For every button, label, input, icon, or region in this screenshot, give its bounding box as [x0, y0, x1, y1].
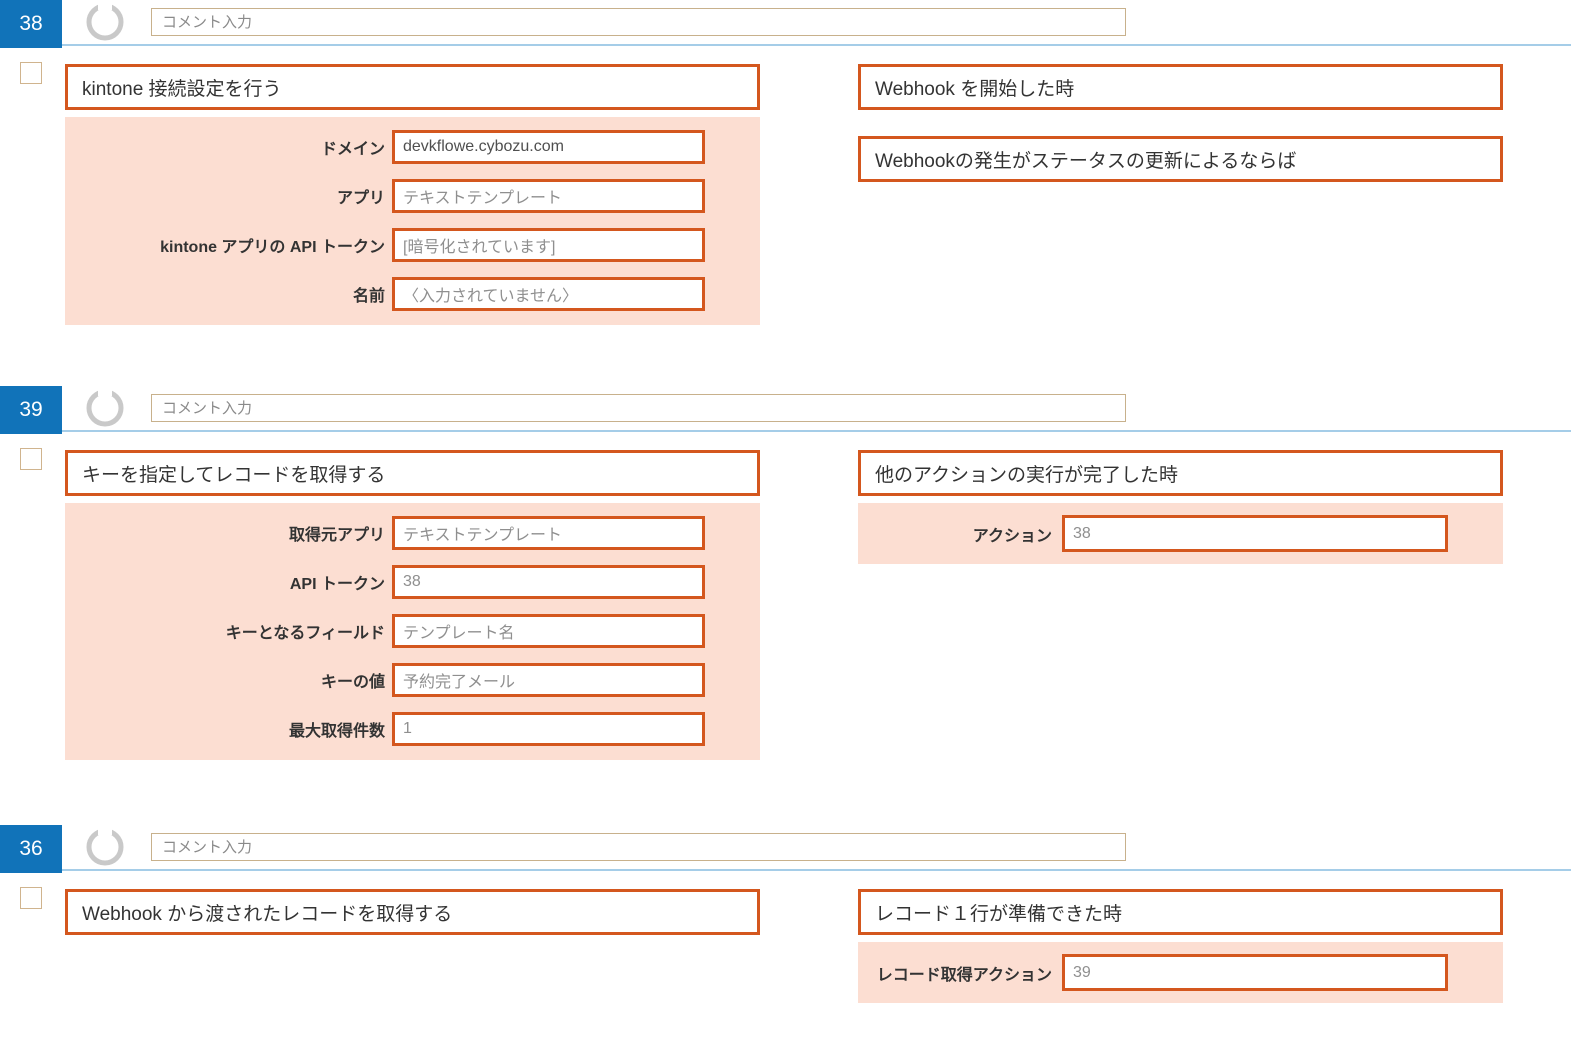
field-label: アプリ [336, 190, 385, 207]
field-label: ドメイン [320, 141, 385, 158]
trigger-title-box[interactable]: レコード１行が準備できた時 [858, 889, 1503, 935]
status-ring-icon [86, 825, 124, 866]
field-row: 最大取得件数 [65, 712, 760, 746]
action-title-box[interactable]: kintone 接続設定を行う [65, 64, 760, 110]
block-39-header: 39 [0, 386, 1571, 434]
trigger-parameters-panel: レコード取得アクション [858, 942, 1503, 1003]
field-row: キーとなるフィールド [65, 614, 760, 648]
action-title-box[interactable]: キーを指定してレコードを取得する [65, 450, 760, 496]
action-title-box[interactable]: Webhook から渡されたレコードを取得する [65, 889, 760, 935]
api-token-field[interactable] [392, 565, 705, 599]
action-block-39: 39 キーを指定してレコードを取得する 取得元アプリ [0, 386, 1571, 760]
comment-input[interactable] [151, 833, 1126, 861]
field-label: API トークン [289, 576, 385, 593]
field-row: API トークン [65, 565, 760, 599]
block-38-body: kintone 接続設定を行う ドメイン アプリ kintone アプリの AP… [0, 62, 1571, 325]
block-36-body: Webhook から渡されたレコードを取得する レコード１行が準備できた時 レコ… [0, 887, 1571, 1003]
field-label: キーとなるフィールド [225, 625, 385, 642]
field-label: アクション [972, 527, 1052, 545]
status-ring-icon [86, 0, 124, 41]
field-label: 名前 [352, 288, 385, 305]
flow-editor-page: 38 kintone 接続設定を行う ドメイン ア [0, 0, 1571, 1003]
max-records-field[interactable] [392, 712, 705, 746]
field-row: アクション [858, 515, 1503, 552]
field-row: アプリ [65, 179, 760, 213]
name-field[interactable] [392, 277, 705, 311]
record-action-ref-field[interactable] [1062, 954, 1448, 991]
action-parameters-panel: ドメイン アプリ kintone アプリの API トークン 名前 [65, 117, 760, 325]
select-checkbox[interactable] [20, 62, 42, 84]
field-label: 最大取得件数 [288, 723, 385, 740]
action-ref-field[interactable] [1062, 515, 1448, 552]
field-row: 取得元アプリ [65, 516, 760, 550]
field-row: kintone アプリの API トークン [65, 228, 760, 262]
comment-input[interactable] [151, 394, 1126, 422]
action-parameters-panel: 取得元アプリ API トークン キーとなるフィールド キーの値 [65, 503, 760, 760]
action-number-badge: 39 [0, 386, 62, 434]
block-36-header: 36 [0, 825, 1571, 873]
action-number-badge: 38 [0, 0, 62, 48]
trigger-condition-box[interactable]: Webhookの発生がステータスの更新によるならば [858, 136, 1503, 182]
field-row: レコード取得アクション [858, 954, 1503, 991]
comment-input[interactable] [151, 8, 1126, 36]
status-ring-icon [86, 386, 124, 427]
field-label: キーの値 [320, 674, 385, 691]
domain-field[interactable] [392, 130, 705, 164]
key-field-field[interactable] [392, 614, 705, 648]
trigger-title-box[interactable]: Webhook を開始した時 [858, 64, 1503, 110]
trigger-title-box[interactable]: 他のアクションの実行が完了した時 [858, 450, 1503, 496]
app-field[interactable] [392, 179, 705, 213]
field-row: 名前 [65, 277, 760, 311]
field-label: kintone アプリの API トークン [160, 239, 385, 256]
action-number-badge: 36 [0, 825, 62, 873]
block-39-body: キーを指定してレコードを取得する 取得元アプリ API トークン キーとなるフィ… [0, 448, 1571, 760]
key-value-field[interactable] [392, 663, 705, 697]
block-38-header: 38 [0, 0, 1571, 48]
field-label: 取得元アプリ [288, 527, 385, 544]
api-token-field[interactable] [392, 228, 705, 262]
action-block-38: 38 kintone 接続設定を行う ドメイン ア [0, 0, 1571, 325]
source-app-field[interactable] [392, 516, 705, 550]
field-label: レコード取得アクション [876, 966, 1052, 984]
field-row: キーの値 [65, 663, 760, 697]
action-block-36: 36 Webhook から渡されたレコードを取得する レコード１行が準備できた時… [0, 825, 1571, 1003]
field-row: ドメイン [65, 130, 760, 164]
trigger-parameters-panel: アクション [858, 503, 1503, 564]
select-checkbox[interactable] [20, 448, 42, 470]
select-checkbox[interactable] [20, 887, 42, 909]
